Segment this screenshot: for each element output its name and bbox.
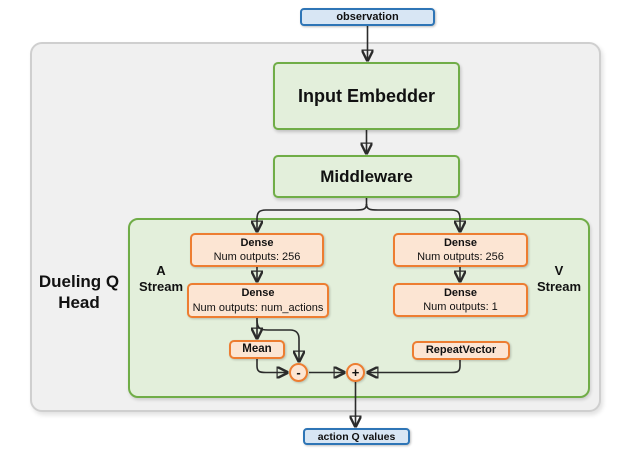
- a-stream-dense-1-title: Dense: [240, 236, 274, 249]
- a-stream-label-line2: Stream: [138, 279, 184, 295]
- input-embedder-label: Input Embedder: [297, 85, 435, 106]
- a-stream-label-line1: A: [156, 263, 166, 278]
- action-q-values-label: action Q values: [317, 430, 396, 443]
- a-stream-dense-1-outputs: Num outputs: 256: [213, 251, 301, 263]
- subtract-operator-circle: -: [289, 363, 308, 382]
- add-operator-circle: +: [346, 363, 365, 382]
- add-operator-label: +: [351, 365, 360, 380]
- a-stream-label: A Stream: [133, 263, 189, 296]
- repeat-vector-box: RepeatVector: [412, 341, 510, 360]
- middleware-label: Middleware: [320, 166, 413, 186]
- middleware-box: Middleware: [273, 155, 460, 198]
- v-stream-label-line1: V: [554, 263, 564, 278]
- a-stream-dense-2-outputs: Num outputs: num_actions: [192, 301, 324, 314]
- dueling-q-head-label: Dueling Q Head: [25, 271, 133, 314]
- a-stream-dense-1-box: Dense Num outputs: 256: [190, 233, 324, 267]
- v-stream-label: V Stream: [531, 263, 587, 296]
- a-stream-dense-2-box: Dense Num outputs: num_actions: [187, 283, 329, 318]
- v-stream-dense-2-outputs: Num outputs: 1: [423, 301, 498, 313]
- action-q-values-box: action Q values: [303, 428, 410, 445]
- input-embedder-box: Input Embedder: [273, 62, 460, 130]
- subtract-operator-label: -: [296, 365, 301, 380]
- dueling-q-head-label-line2: Head: [58, 293, 100, 313]
- v-stream-dense-2-box: Dense Num outputs: 1: [393, 283, 528, 317]
- dueling-q-head-label-line1: Dueling Q: [38, 272, 120, 291]
- observation-box: observation: [300, 8, 435, 26]
- v-stream-dense-2-title: Dense: [443, 286, 478, 299]
- v-stream-label-line2: Stream: [536, 279, 582, 295]
- v-stream-dense-1-outputs: Num outputs: 256: [417, 251, 504, 263]
- mean-label: Mean: [242, 343, 272, 356]
- mean-box: Mean: [229, 340, 285, 359]
- a-stream-dense-2-title: Dense: [241, 287, 275, 300]
- v-stream-dense-1-box: Dense Num outputs: 256: [393, 233, 528, 267]
- observation-label: observation: [336, 11, 399, 23]
- v-stream-dense-1-title: Dense: [443, 236, 478, 249]
- repeat-vector-label: RepeatVector: [425, 344, 497, 357]
